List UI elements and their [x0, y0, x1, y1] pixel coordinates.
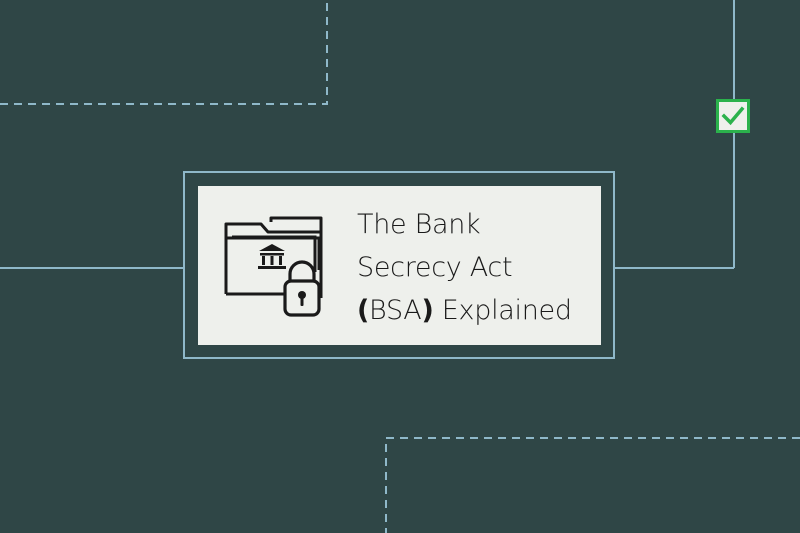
- title-close-paren: ): [421, 295, 434, 326]
- bank-icon: [258, 244, 286, 269]
- dashed-line-bottom-right: [385, 437, 800, 533]
- title-line-3-rest: Explained: [433, 295, 572, 326]
- title-line-3: (BSA) Explained: [357, 289, 597, 332]
- title-line-2: Secrecy Act: [357, 252, 513, 283]
- folder-bank-lock-icon: [224, 216, 323, 317]
- title-line-1: The Bank: [357, 209, 481, 240]
- title-open-paren: (: [357, 295, 370, 326]
- title-abbreviation: BSA: [369, 295, 422, 326]
- article-title: The Bank Secrecy Act (BSA) Explained: [357, 203, 597, 332]
- dashed-line-top-left: [0, 0, 328, 105]
- padlock-icon: [283, 260, 321, 317]
- title-card: [198, 186, 601, 345]
- check-icon: [716, 99, 750, 133]
